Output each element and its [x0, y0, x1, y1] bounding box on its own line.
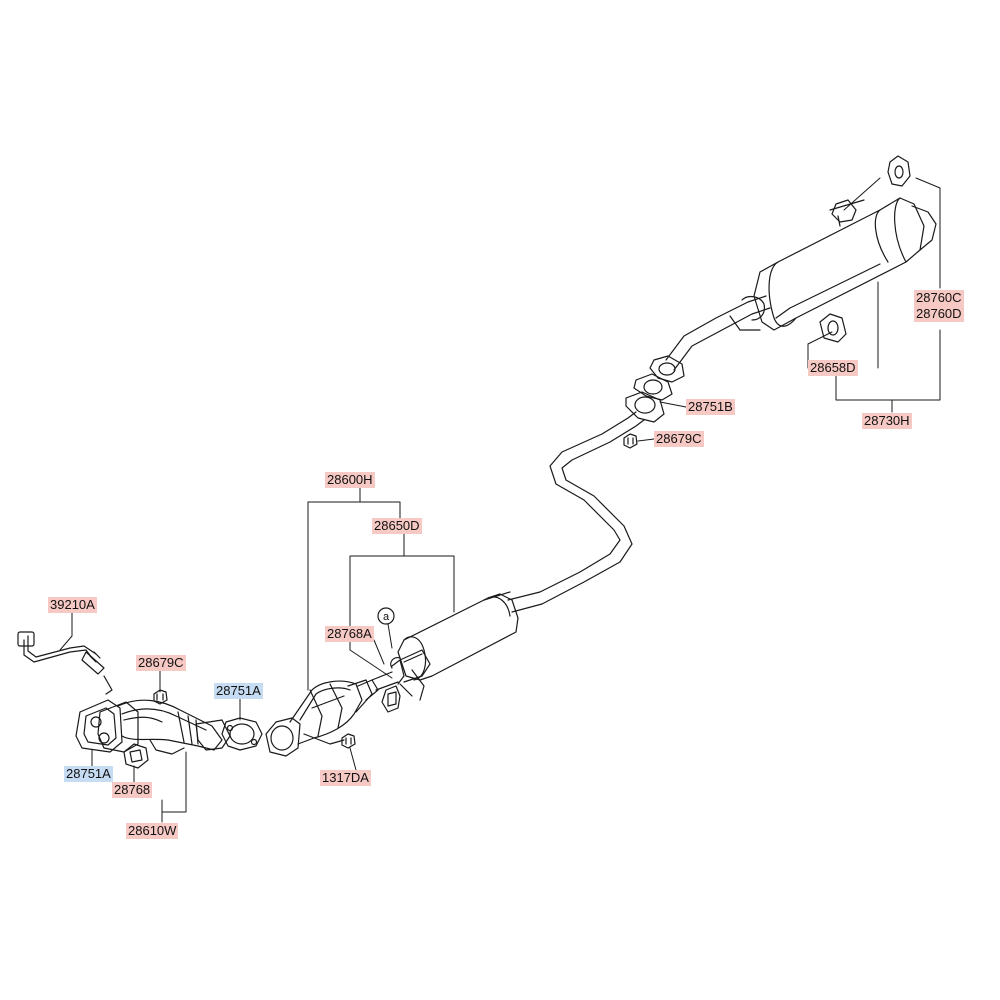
manifold-gasket-left [75, 699, 139, 753]
part-label-28600H[interactable]: 28600H [325, 472, 375, 488]
nut-28679C-right [623, 433, 638, 449]
center-pipe [371, 649, 431, 713]
part-label-28610W[interactable]: 28610W [126, 823, 179, 839]
part-label-28760C: 28760C [916, 290, 962, 305]
part-label-28751A-center[interactable]: 28751A [214, 683, 263, 699]
part-label-28768A[interactable]: 28768A [325, 626, 374, 642]
hanger-rubber-left [123, 743, 149, 769]
reference-marker-letter: a [383, 611, 390, 623]
oxygen-sensor [17, 631, 105, 675]
part-label-28751A-left[interactable]: 28751A [64, 766, 113, 782]
part-label-28751B[interactable]: 28751B [686, 399, 735, 415]
part-label-28760C-28760D[interactable]: 28760C 28760D [914, 290, 964, 322]
hanger-rubber-28658D [819, 313, 847, 343]
part-label-28730H[interactable]: 28730H [862, 413, 912, 429]
intermediate-pipe [507, 411, 645, 613]
part-label-28679C-left[interactable]: 28679C [136, 655, 186, 671]
reference-marker-a [377, 607, 395, 625]
catalytic-converter [265, 679, 379, 757]
leader-lines [59, 177, 941, 823]
part-label-39210A[interactable]: 39210A [48, 597, 97, 613]
part-label-28650D[interactable]: 28650D [372, 518, 422, 534]
rear-joint-flanges [625, 355, 685, 423]
tail-pipe [665, 295, 771, 371]
gasket-28751A-center [221, 717, 263, 751]
nut-1317DA [341, 733, 356, 749]
part-label-1317DA[interactable]: 1317DA [320, 770, 371, 786]
part-label-28658D[interactable]: 28658D [808, 360, 858, 376]
part-label-28679C-right[interactable]: 28679C [654, 431, 704, 447]
part-label-28768[interactable]: 28768 [112, 782, 153, 798]
muffler-bracket [829, 155, 911, 227]
front-pipe [103, 675, 231, 755]
main-muffler [753, 197, 937, 331]
resonator [397, 591, 519, 681]
part-label-28760D: 28760D [916, 306, 962, 321]
